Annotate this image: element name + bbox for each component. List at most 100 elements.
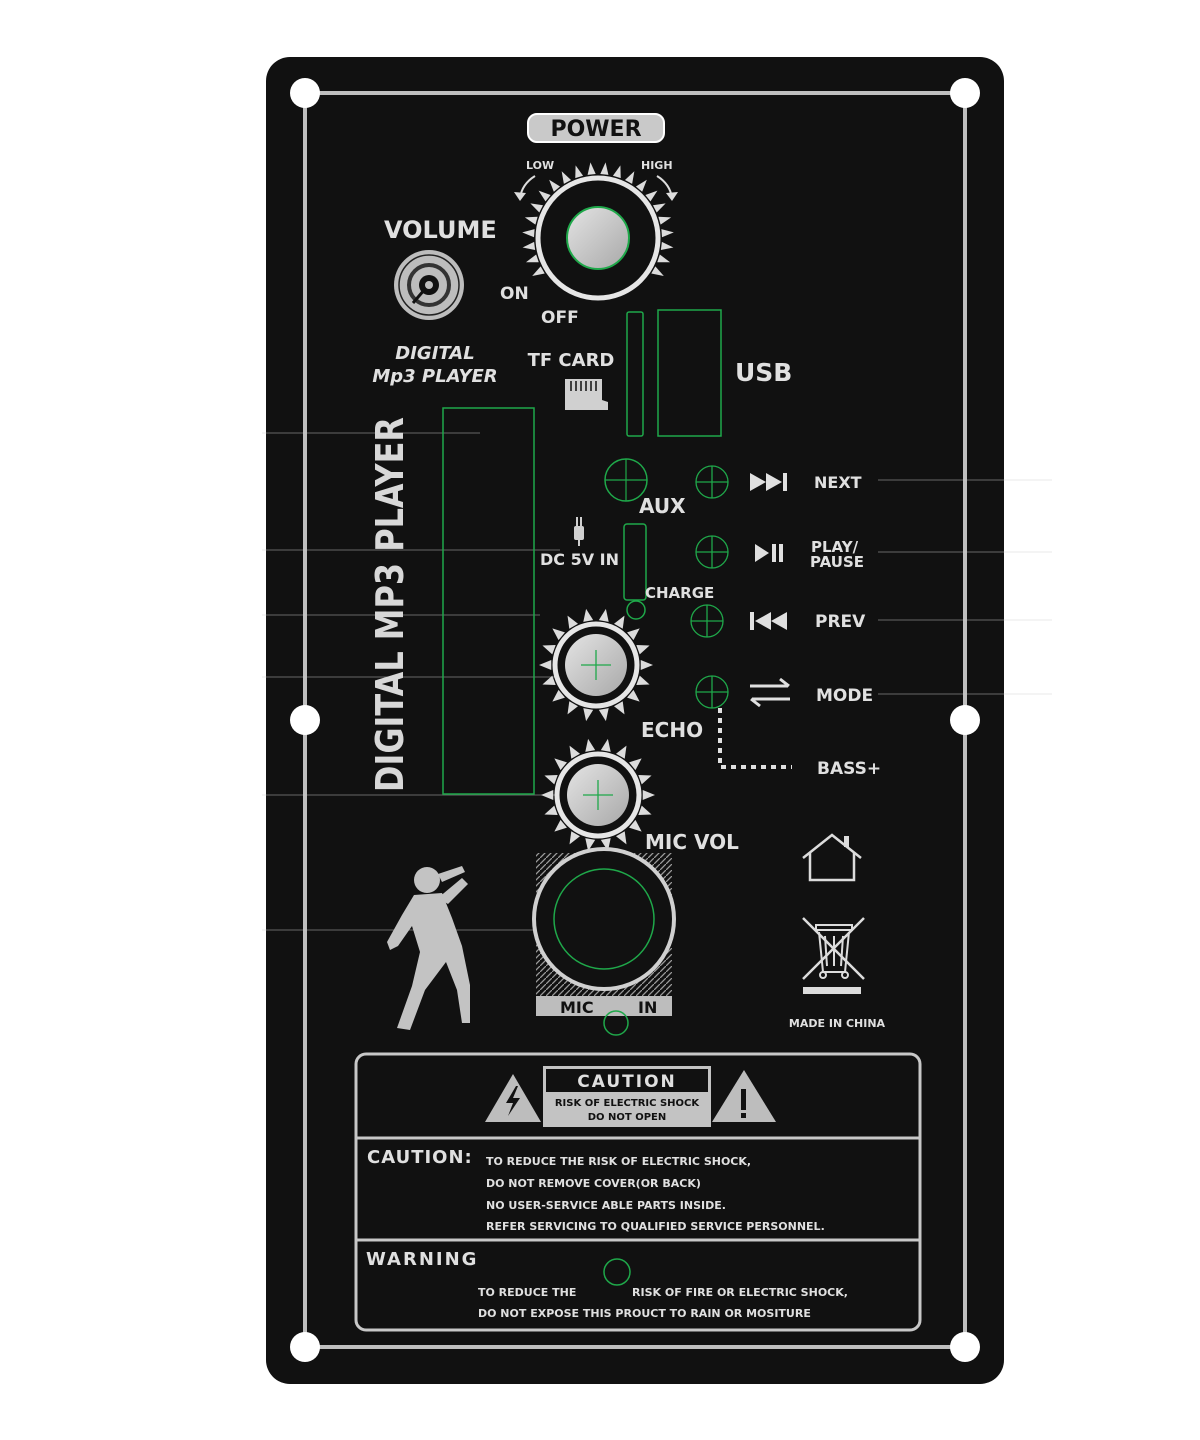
knob-tooth <box>616 745 627 759</box>
knob-tooth <box>549 179 561 192</box>
knob-tooth <box>554 819 567 832</box>
screw-hole <box>290 78 320 108</box>
knob-tooth <box>567 615 578 629</box>
knob-tooth <box>624 171 635 184</box>
dc-jack[interactable] <box>623 523 647 601</box>
knob-tooth <box>544 774 558 785</box>
in-label: IN <box>638 998 657 1017</box>
knob-tooth <box>538 190 551 202</box>
knob-tooth <box>522 241 536 250</box>
mic-label: MIC <box>560 998 594 1017</box>
prev-button[interactable] <box>690 604 724 638</box>
knob-tooth <box>661 229 674 238</box>
caution-line: DO NOT REMOVE COVER(OR BACK) <box>486 1177 701 1190</box>
off-label: OFF <box>541 308 579 328</box>
mode-button[interactable] <box>695 675 729 709</box>
exclamation-warning-icon <box>712 1070 776 1122</box>
knob-tooth <box>600 162 609 175</box>
knob-tooth <box>542 644 556 655</box>
on-label: ON <box>500 284 529 304</box>
caution-title: CAUTION <box>577 1072 677 1092</box>
power-label: POWER <box>550 117 641 142</box>
knob-tooth <box>542 675 556 686</box>
knob-tooth <box>552 628 565 641</box>
knob-tooth <box>583 608 594 622</box>
screw-hole <box>290 1332 320 1362</box>
bass-label: BASS+ <box>817 759 881 779</box>
mic-indicator <box>603 1010 629 1036</box>
high-label: HIGH <box>641 159 673 172</box>
panel-background <box>266 57 1004 1384</box>
tf-card-label: TF CARD <box>528 350 615 371</box>
pause-label: PAUSE <box>810 553 864 571</box>
warning-line2: DO NOT EXPOSE THIS PROUCT TO RAIN OR MOS… <box>478 1307 811 1320</box>
caution-line: REFER SERVICING TO QUALIFIED SERVICE PER… <box>486 1220 825 1233</box>
play-label: PLAY/ <box>811 538 859 556</box>
knob-tooth <box>627 628 640 641</box>
volume-label: VOLUME <box>384 216 497 244</box>
echo-knob[interactable] <box>565 634 627 696</box>
mic-jack[interactable] <box>553 868 655 970</box>
caution-line: TO REDUCE THE RISK OF ELECTRIC SHOCK, <box>486 1155 751 1168</box>
caution-sub2: DO NOT OPEN <box>588 1112 667 1123</box>
mounting-holes <box>290 78 980 1362</box>
knob-tooth <box>585 738 596 752</box>
knob-tooth <box>629 758 642 771</box>
knob-tooth <box>657 254 671 263</box>
knob-tooth <box>658 216 672 225</box>
knob-tooth <box>583 708 594 722</box>
knob-tooth <box>614 615 625 629</box>
knob-tooth <box>627 689 640 702</box>
knob-tooth <box>569 831 580 845</box>
usb-label: USB <box>735 358 792 387</box>
caution-sub1: RISK OF ELECTRIC SHOCK <box>555 1098 701 1109</box>
play-pause-icon <box>755 544 783 562</box>
digital-label: DIGITAL <box>395 343 474 364</box>
knob-tooth <box>561 171 572 184</box>
volume-knob[interactable] <box>566 206 630 270</box>
knob-tooth <box>575 165 584 179</box>
display-window <box>442 407 535 795</box>
knob-tooth <box>532 266 545 276</box>
knob-tooth <box>554 758 567 771</box>
knob-tooth <box>612 165 621 179</box>
plug-icon <box>574 517 584 546</box>
sd-card-icon <box>565 379 608 410</box>
knob-tooth <box>636 644 650 655</box>
knob-tooth <box>541 789 554 801</box>
usb-port[interactable] <box>657 309 722 437</box>
mic-vol-label: MIC VOL <box>645 830 739 854</box>
next-button[interactable] <box>695 465 729 499</box>
weee-bin-icon <box>802 917 865 994</box>
knob-tooth <box>522 229 535 238</box>
mode-label: MODE <box>816 686 873 706</box>
knob-tooth <box>585 838 596 852</box>
tf-card-slot[interactable] <box>626 311 644 437</box>
screw-hole <box>950 78 980 108</box>
mp3-player-label: Mp3 PLAYER <box>372 366 497 387</box>
caution-label: CAUTION: <box>367 1147 473 1168</box>
knob-tooth <box>539 659 552 671</box>
mic-vol-knob-teeth <box>541 738 655 852</box>
aux-jack[interactable] <box>604 458 648 502</box>
play-pause-button[interactable] <box>695 535 729 569</box>
charge-label: CHARGE <box>645 584 714 602</box>
mic-vol-knob[interactable] <box>567 764 629 826</box>
caution-line: NO USER-SERVICE ABLE PARTS INSIDE. <box>486 1199 726 1212</box>
knob-tooth <box>567 701 578 715</box>
vertical-title: DIGITAL MP3 PLAYER <box>368 417 412 792</box>
power-badge <box>527 113 665 143</box>
knob-tooth <box>524 216 538 225</box>
screw-hole <box>950 705 980 735</box>
volume-knob-teeth <box>522 162 674 276</box>
prev-icon <box>750 612 787 630</box>
dc-in-label: DC 5V IN <box>540 550 619 569</box>
knob-tooth <box>642 789 655 801</box>
warning-indicator <box>603 1258 631 1286</box>
knob-tooth <box>587 162 596 175</box>
lightning-warning-icon <box>485 1074 541 1122</box>
screw-hole <box>290 705 320 735</box>
low-label: LOW <box>526 159 554 172</box>
warning-line1a: TO REDUCE THE <box>478 1286 576 1299</box>
